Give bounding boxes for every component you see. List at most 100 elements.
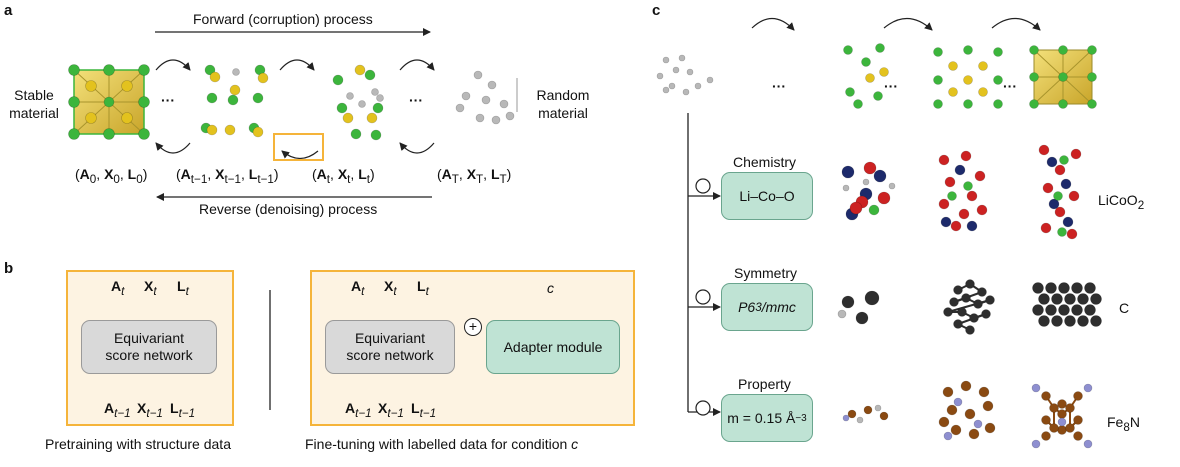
atom bbox=[224, 124, 236, 136]
state-tuple-T: (AT, XT, LT) bbox=[437, 166, 512, 186]
atom bbox=[1041, 431, 1051, 441]
atom bbox=[1057, 425, 1067, 435]
atom bbox=[370, 129, 382, 141]
atom bbox=[1058, 99, 1068, 109]
generation-step-arrow bbox=[991, 17, 1041, 31]
atom bbox=[1087, 99, 1097, 109]
input-A: At bbox=[351, 278, 365, 298]
atom bbox=[1049, 403, 1059, 413]
atom bbox=[946, 404, 958, 416]
output-L: Lt−1 bbox=[411, 400, 437, 420]
condition-input: c bbox=[547, 280, 554, 296]
atom bbox=[1090, 315, 1102, 327]
generation-step-arrow bbox=[883, 17, 933, 31]
atom bbox=[672, 66, 680, 74]
atom bbox=[1073, 415, 1083, 425]
atom bbox=[138, 64, 150, 76]
atom bbox=[209, 71, 221, 83]
atom bbox=[371, 88, 379, 96]
reverse-step-arrow bbox=[155, 142, 191, 154]
atom bbox=[1038, 315, 1050, 327]
atom bbox=[487, 80, 497, 90]
atom bbox=[694, 82, 702, 90]
atom bbox=[1029, 45, 1039, 55]
atom bbox=[944, 176, 956, 188]
atom bbox=[861, 57, 871, 67]
atom bbox=[1062, 216, 1074, 228]
atom bbox=[963, 181, 973, 191]
ellipsis: ··· bbox=[161, 92, 175, 108]
panel-letter-a: a bbox=[4, 2, 13, 19]
atom bbox=[953, 285, 963, 295]
atom bbox=[862, 178, 870, 186]
atom bbox=[332, 74, 344, 86]
atom bbox=[68, 96, 80, 108]
atom bbox=[873, 91, 883, 101]
atom bbox=[949, 297, 959, 307]
atom bbox=[1065, 423, 1075, 433]
atom bbox=[982, 400, 994, 412]
atom bbox=[1057, 409, 1067, 419]
atom bbox=[853, 99, 863, 109]
atom bbox=[933, 75, 943, 85]
atom bbox=[706, 76, 714, 84]
atom bbox=[940, 216, 952, 228]
atom bbox=[1049, 423, 1059, 433]
atom bbox=[874, 404, 882, 412]
atom bbox=[841, 295, 855, 309]
state-tuple-0: (A0, X0, L0) bbox=[75, 166, 148, 186]
input-X: Xt bbox=[144, 278, 157, 298]
atom bbox=[1058, 45, 1068, 55]
atom bbox=[961, 293, 971, 303]
atom bbox=[864, 290, 880, 306]
atom bbox=[865, 73, 875, 83]
atom bbox=[1066, 228, 1078, 240]
atom bbox=[1084, 282, 1096, 294]
chemistry-condition-box: Li–Co–O bbox=[721, 172, 813, 220]
atom bbox=[993, 75, 1003, 85]
atom bbox=[1045, 282, 1057, 294]
atom bbox=[973, 299, 983, 309]
atom bbox=[938, 198, 950, 210]
atom bbox=[1060, 178, 1072, 190]
atom bbox=[879, 411, 889, 421]
atom bbox=[682, 88, 690, 96]
atom bbox=[1087, 72, 1097, 82]
chemistry-result-formula: LiCoO2 bbox=[1098, 192, 1145, 212]
atom bbox=[953, 319, 963, 329]
atom bbox=[1083, 439, 1093, 449]
atom bbox=[963, 75, 973, 85]
atom bbox=[103, 128, 115, 140]
atom bbox=[686, 68, 694, 76]
atom bbox=[963, 45, 973, 55]
symmetry-result-formula: C bbox=[1119, 300, 1130, 316]
atom bbox=[1064, 293, 1076, 305]
input-L: Lt bbox=[177, 278, 189, 298]
atom bbox=[668, 82, 676, 90]
atom bbox=[845, 87, 855, 97]
atom bbox=[1083, 383, 1093, 393]
atom bbox=[960, 150, 972, 162]
atom bbox=[1073, 431, 1083, 441]
atom bbox=[942, 386, 954, 398]
atom bbox=[1090, 293, 1102, 305]
atom bbox=[1046, 156, 1058, 168]
atom bbox=[121, 80, 133, 92]
atom bbox=[1073, 391, 1083, 401]
atom bbox=[252, 92, 264, 104]
atom bbox=[966, 190, 978, 202]
atom bbox=[888, 182, 896, 190]
atom bbox=[933, 47, 943, 57]
atom bbox=[938, 416, 950, 428]
atom bbox=[1042, 182, 1054, 194]
atom bbox=[103, 96, 115, 108]
ellipsis: ··· bbox=[884, 78, 898, 94]
ellipsis: ··· bbox=[1003, 78, 1017, 94]
atom bbox=[1057, 399, 1067, 409]
finetuning-caption: Fine-tuning with labelled data for condi… bbox=[305, 436, 579, 452]
atom bbox=[943, 307, 953, 317]
forward-step-arrow bbox=[155, 59, 191, 71]
atom bbox=[969, 313, 979, 323]
atom bbox=[968, 428, 980, 440]
